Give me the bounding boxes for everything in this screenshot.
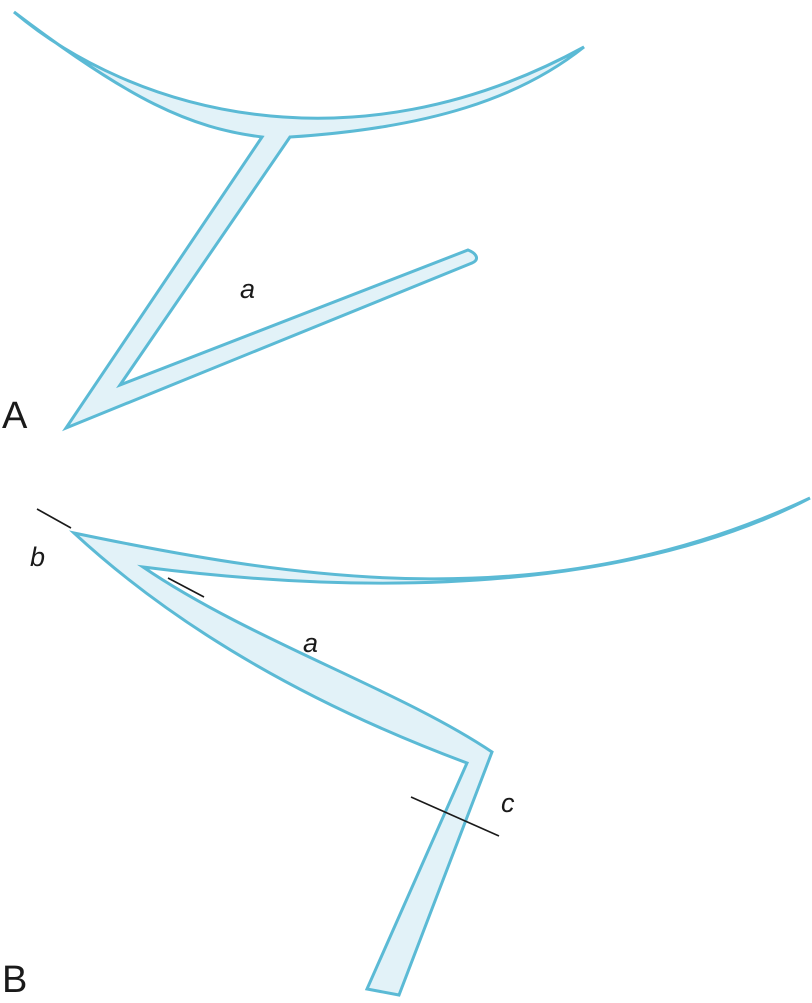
panel-b-label-a: a [303,628,318,658]
panel-b-label-b: b [30,542,45,572]
panel-a-label-a: a [240,274,255,304]
panel-b-tick-a [167,577,205,598]
panel-b-shape [68,496,811,997]
panel-b-tick-b [36,508,72,529]
panel-b-label-c: c [501,788,515,818]
panel-b-label: B [2,959,27,1001]
panel-b-tick-c [410,796,500,837]
panel-a: a A [2,10,585,437]
panel-b: b a c B [2,496,811,1001]
panel-a-crescent [13,10,585,432]
panel-a-label: A [2,395,28,437]
